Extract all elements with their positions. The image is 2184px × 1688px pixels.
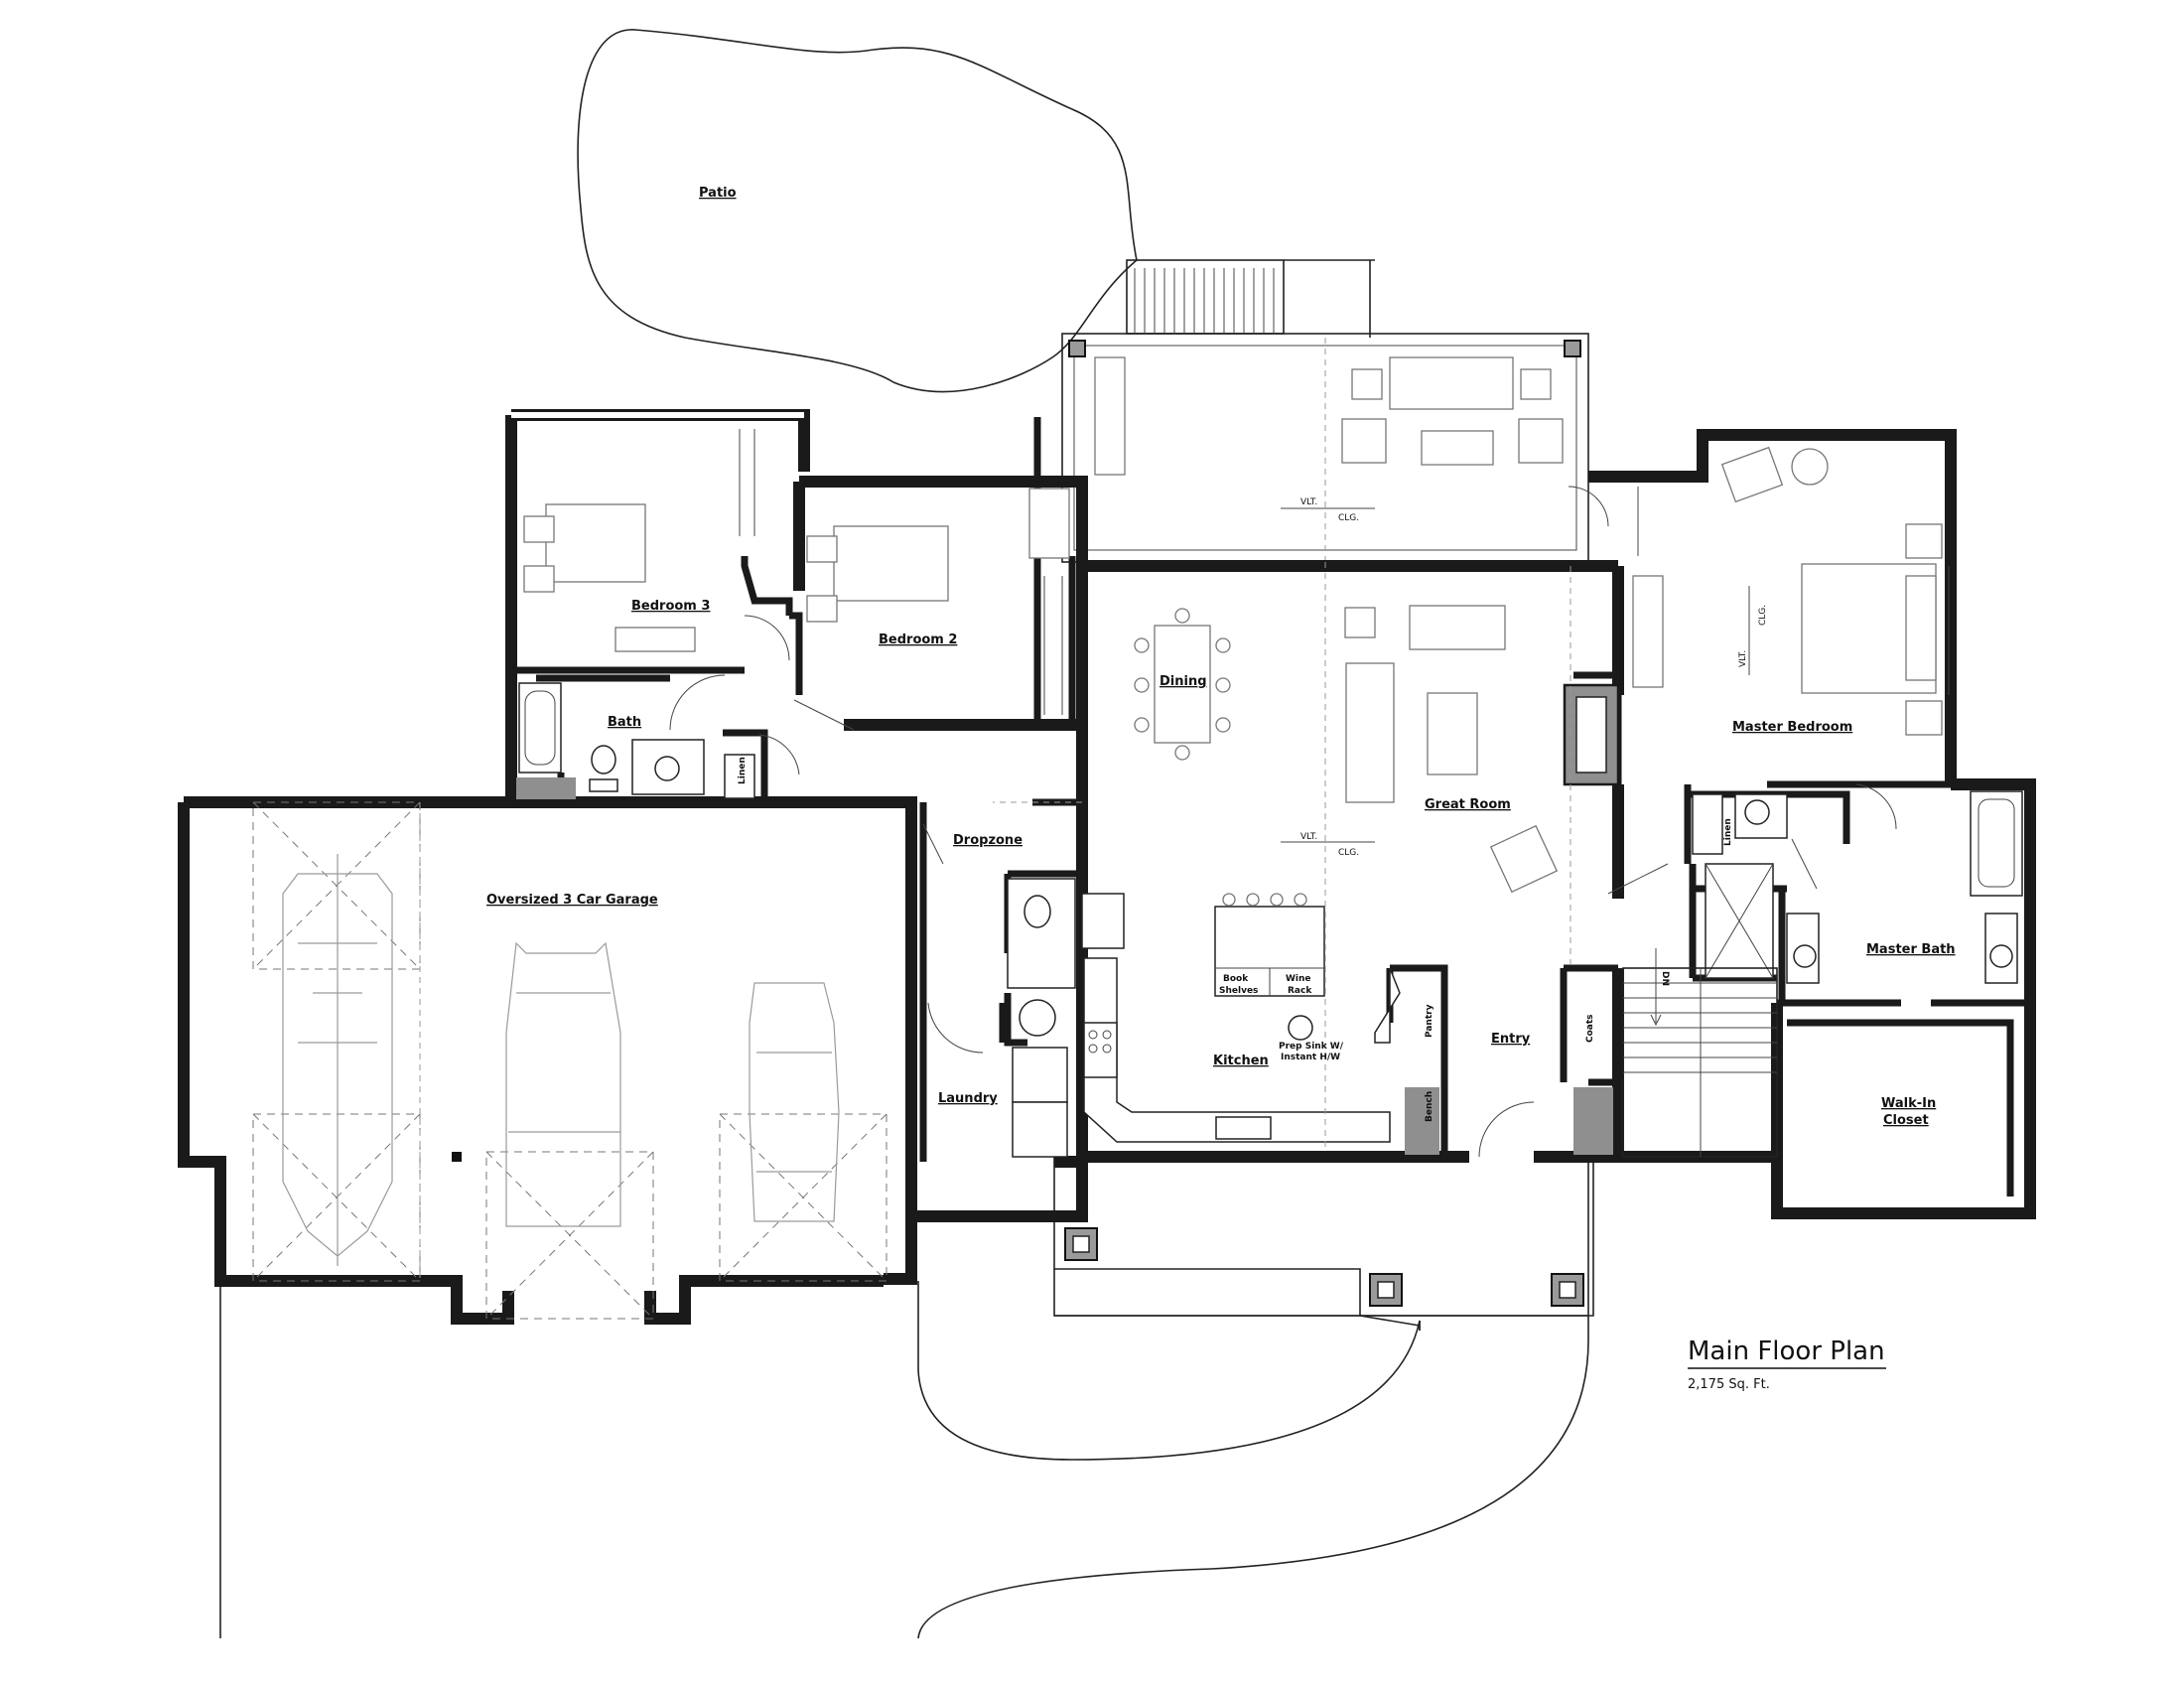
note-prep-2: Instant H/W xyxy=(1281,1053,1340,1062)
label-linen-1: Linen xyxy=(738,757,748,784)
label-bedroom-3: Bedroom 3 xyxy=(631,599,710,614)
note-book-2: Shelves xyxy=(1219,986,1258,996)
label-bath: Bath xyxy=(608,715,641,730)
master-bath-fixtures xyxy=(1692,790,2023,984)
label-walk-in-1: Walk-In xyxy=(1881,1096,1936,1111)
vaulted-ceiling-markers xyxy=(1281,507,1750,843)
label-coats: Coats xyxy=(1585,1014,1595,1043)
note-wine-1: Wine xyxy=(1286,974,1311,984)
label-great-room: Great Room xyxy=(1425,797,1511,812)
label-bench: Bench xyxy=(1425,1091,1434,1122)
laundry-fixtures xyxy=(1007,878,1125,1158)
dining-set xyxy=(1134,608,1231,761)
bath-fixtures xyxy=(518,682,755,799)
master-bedroom-furniture xyxy=(1632,446,1950,736)
note-wine-2: Rack xyxy=(1288,986,1312,996)
label-dining: Dining xyxy=(1160,674,1207,689)
patio-outline xyxy=(577,29,1138,393)
label-bedroom-2: Bedroom 2 xyxy=(879,633,957,647)
bedroom-furniture xyxy=(523,429,1070,715)
driveway xyxy=(219,1162,1589,1639)
label-patio: Patio xyxy=(699,186,737,201)
label-linen-2: Linen xyxy=(1723,818,1733,846)
wall-fills xyxy=(516,777,1613,1155)
rear-covered-deck xyxy=(1061,259,1589,563)
label-dropzone: Dropzone xyxy=(953,833,1023,848)
doors xyxy=(669,486,1897,1158)
label-master-bath: Master Bath xyxy=(1866,942,1956,957)
garage-bays xyxy=(252,801,887,1320)
note-clg-great: CLG. xyxy=(1338,848,1359,858)
front-porch xyxy=(1053,1152,1594,1317)
note-prep-1: Prep Sink W/ xyxy=(1279,1042,1344,1052)
label-pantry: Pantry xyxy=(1425,1004,1434,1038)
note-clg-deck: CLG. xyxy=(1338,513,1359,523)
note-dn: DN xyxy=(1660,971,1670,986)
walls xyxy=(178,409,2036,1325)
note-book-1: Book xyxy=(1223,974,1249,984)
note-vlt-great: VLT. xyxy=(1300,832,1317,842)
garage-vehicles xyxy=(282,854,840,1266)
floor-drain-icon xyxy=(452,1152,462,1162)
plan-area: 2,175 Sq. Ft. xyxy=(1688,1377,1770,1392)
label-laundry: Laundry xyxy=(938,1091,998,1106)
plan-title: Main Floor Plan xyxy=(1688,1336,1885,1366)
label-entry: Entry xyxy=(1491,1032,1531,1047)
great-room-furniture xyxy=(993,562,1571,1152)
fireplace xyxy=(1563,683,1620,786)
kitchen xyxy=(1083,893,1401,1143)
note-vlt-deck: VLT. xyxy=(1300,497,1317,507)
note-vlt-master: VLT. xyxy=(1738,650,1748,667)
label-kitchen: Kitchen xyxy=(1213,1054,1269,1068)
label-garage: Oversized 3 Car Garage xyxy=(486,893,658,908)
stairs xyxy=(1622,948,1778,1158)
note-clg-master: CLG. xyxy=(1758,605,1768,626)
label-walk-in-2: Closet xyxy=(1883,1113,1929,1128)
label-master-bedroom: Master Bedroom xyxy=(1732,720,1852,735)
